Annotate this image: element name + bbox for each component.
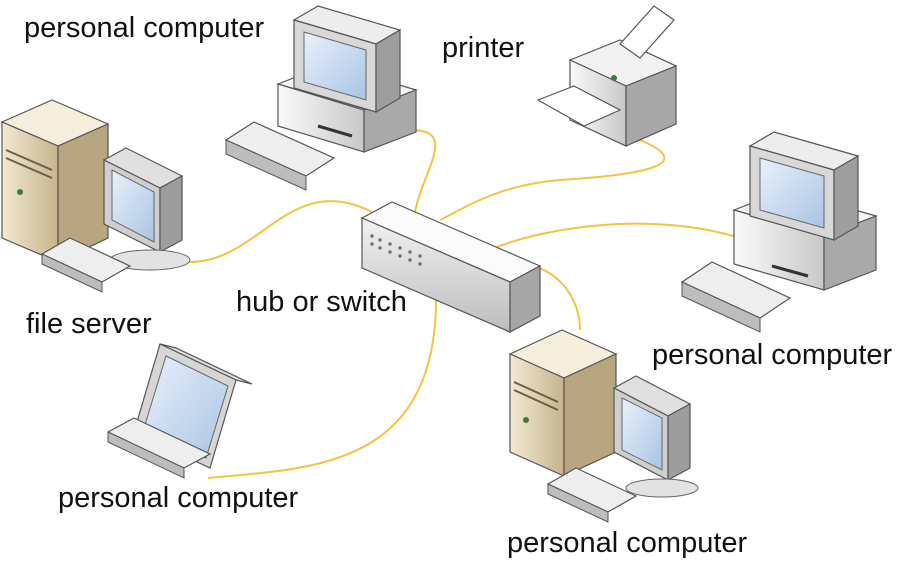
cable-laptop-hub: [207, 289, 438, 479]
cable-server-hub: [189, 200, 373, 263]
laptop-device: [106, 343, 253, 479]
printer-device: [536, 5, 678, 147]
label-printer: printer: [442, 32, 525, 64]
cable-pcright-hub: [489, 222, 741, 251]
pc-right-device: [680, 131, 878, 333]
label-personal-computer-bottom: personal computer: [507, 527, 748, 559]
label-file-server: file server: [26, 308, 152, 340]
pc-top-device: [224, 5, 418, 191]
file-server-device: [0, 99, 191, 293]
label-personal-computer-top: personal computer: [24, 12, 265, 44]
label-hub-or-switch: hub or switch: [236, 286, 407, 318]
cable-printer-hub: [439, 139, 666, 221]
pc-bottom-device: [508, 329, 699, 523]
label-personal-computer-right: personal computer: [652, 339, 893, 371]
hub-switch-device: [360, 201, 542, 333]
label-personal-computer-laptop: personal computer: [58, 482, 299, 514]
